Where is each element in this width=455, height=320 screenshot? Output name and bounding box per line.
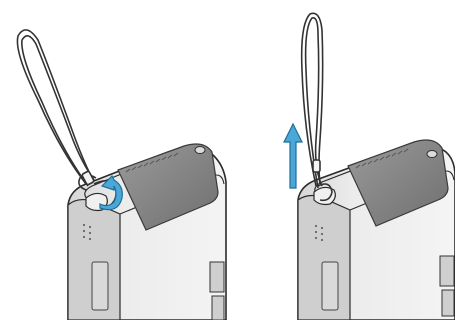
power-button-icon: [195, 147, 205, 154]
side-port-cover: [322, 262, 338, 310]
panel-step-1: [17, 30, 226, 320]
panel-step-2: [284, 13, 455, 320]
straight-up-arrow-icon: [284, 124, 302, 188]
power-button-icon: [427, 151, 437, 158]
side-buttons: [210, 262, 224, 320]
wrist-strap: [17, 30, 116, 208]
wrist-strap: [302, 13, 332, 200]
side-port-cover: [92, 262, 108, 310]
side-buttons: [440, 256, 454, 316]
